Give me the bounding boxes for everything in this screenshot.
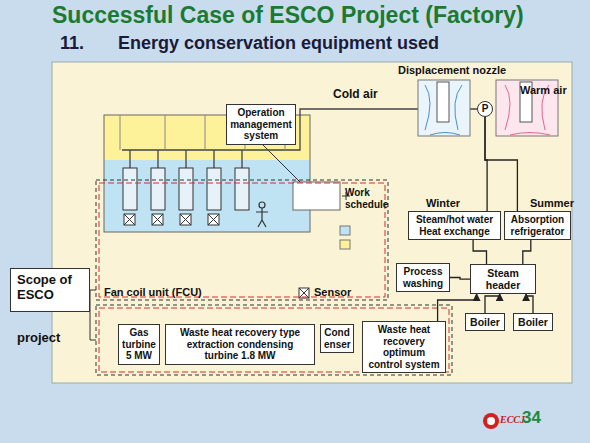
pump-circle: P	[477, 101, 493, 117]
pipe-connector	[473, 240, 486, 264]
text-label: Summer	[530, 197, 574, 210]
pipe-connector	[523, 240, 531, 264]
sensor-symbols	[124, 214, 309, 298]
equipment-box: Operation management system	[226, 104, 296, 145]
scope-box: Scope of ESCOproject	[10, 268, 90, 312]
text-label: 11.	[60, 33, 84, 54]
equipment-box: Boiler	[465, 313, 505, 331]
lower-room	[104, 160, 310, 232]
equipment-box: Gas turbine 5 MW	[118, 324, 160, 365]
pipe-connector	[526, 294, 533, 313]
worker-icon	[256, 202, 268, 227]
node-text: Steam header	[474, 267, 532, 291]
equipment-box: Boiler	[513, 313, 553, 331]
node-text: Cond enser	[324, 327, 350, 350]
eccj-logo	[487, 417, 495, 425]
text-label: Warm air	[520, 84, 567, 97]
equipment-box: Steam/hot water Heat exchange	[408, 211, 501, 240]
text-label: Energy conservation equipment used	[118, 33, 439, 54]
equipment-box: Absorption refrigerator	[504, 211, 571, 240]
scope-outline-red	[99, 183, 449, 372]
node-text: project	[17, 331, 60, 346]
text-label: Cold air	[333, 88, 378, 102]
fcu-units	[123, 168, 249, 210]
scope-bracket	[90, 290, 96, 340]
eccj-logo	[483, 413, 499, 429]
equipment-box: Waste heat recovery optimum control syst…	[362, 321, 446, 373]
slide-title: Successful Case of ESCO Project (Factory…	[52, 2, 524, 28]
text-label: ECCJ	[500, 414, 525, 426]
swatch-mark	[340, 240, 350, 249]
text-label: 34	[522, 408, 541, 428]
node-text: Boiler	[469, 316, 501, 328]
equipment-box: Waste heat recovery type extraction cond…	[165, 324, 315, 365]
node-text: Gas turbine 5 MW	[122, 327, 156, 362]
pipe-connector	[450, 278, 470, 280]
swatch-mark	[340, 226, 350, 235]
node-text: P	[478, 102, 492, 116]
text-label: Sensor	[314, 286, 351, 299]
leader-line	[262, 144, 300, 182]
pipe-connector	[485, 294, 500, 313]
scope-outline	[96, 180, 452, 375]
equipment-box: Process washing	[396, 263, 450, 292]
text-label: Displacement nozzle	[398, 64, 506, 77]
text-label: Fan coil unit (FCU)	[104, 286, 202, 299]
node-text: Waste heat recovery type extraction cond…	[169, 327, 311, 362]
node-text: Scope of ESCO	[17, 273, 83, 303]
equipment-box: Steam header	[470, 264, 536, 294]
node-text: Absorption refrigerator	[508, 214, 567, 237]
node-text: Boiler	[517, 316, 549, 328]
node-text: Waste heat recovery optimum control syst…	[366, 324, 442, 370]
work-schedule-panel	[293, 182, 340, 210]
panel	[52, 62, 572, 383]
node-text: Process washing	[400, 266, 446, 289]
node-text: Steam/hot water Heat exchange	[412, 214, 497, 237]
node-text: Operation management system	[230, 107, 292, 142]
text-label: Work schedule	[345, 187, 391, 210]
pipe-connector	[485, 117, 517, 211]
text-label: Winter	[426, 197, 460, 210]
equipment-box: Cond enser	[320, 324, 354, 353]
